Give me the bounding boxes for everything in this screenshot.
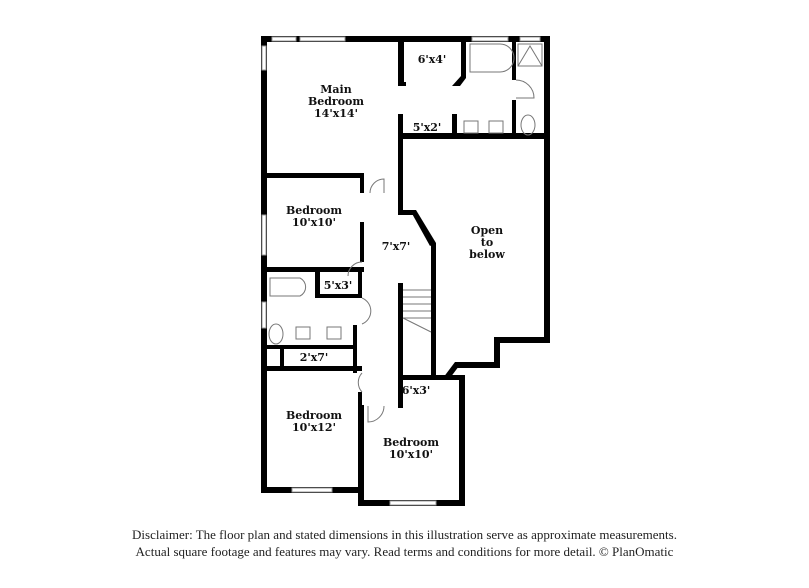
bedroom-size: 10'x12' (292, 421, 336, 434)
open-below-label: to (481, 236, 493, 249)
open-below-label: Open (471, 224, 503, 237)
main-bedroom-label: Bedroom (308, 95, 364, 108)
closet-size: 5'x3' (324, 279, 353, 292)
fixtures (268, 43, 543, 423)
closet-size: 2'x7' (300, 351, 329, 364)
closet-size: 6'x4' (418, 53, 447, 66)
bathtub-icon (269, 277, 307, 297)
main-bedroom-label: Main (320, 83, 351, 96)
bedroom-label: Bedroom (383, 436, 439, 449)
toilet-icon (268, 323, 284, 345)
door-swing-icon (361, 297, 372, 325)
sink-icon (488, 120, 504, 134)
sink-icon (295, 326, 311, 340)
sink-icon (326, 326, 342, 340)
hall-size: 7'x7' (382, 240, 411, 253)
room-labels: Main Bedroom 14'x14' 6'x4' 5'x2' Bedroom… (286, 53, 505, 461)
disclaimer-line-2: Actual square footage and features may v… (135, 544, 674, 559)
main-bedroom-size: 14'x14' (314, 107, 358, 120)
bathtub-icon (469, 43, 515, 73)
windows (261, 36, 541, 506)
door-swing-icon (347, 261, 363, 277)
door-swing-icon (515, 79, 535, 99)
open-below-label: below (469, 248, 505, 261)
disclaimer-line-1: Disclaimer: The floor plan and stated di… (132, 527, 677, 542)
bedroom-label: Bedroom (286, 204, 342, 217)
bedroom-size: 10'x10' (292, 216, 336, 229)
shower-icon (517, 43, 543, 67)
toilet-icon (520, 114, 536, 136)
bedroom-label: Bedroom (286, 409, 342, 422)
closet-size: 5'x2' (413, 121, 442, 134)
stairs-icon (402, 289, 432, 333)
door-swing-icon (369, 178, 385, 194)
walls (261, 36, 550, 506)
door-swing-icon (367, 405, 385, 423)
sink-icon (463, 120, 479, 134)
closet-size: 6'x3' (402, 384, 431, 397)
door-swing-icon (357, 372, 363, 393)
bedroom-size: 10'x10' (389, 448, 433, 461)
